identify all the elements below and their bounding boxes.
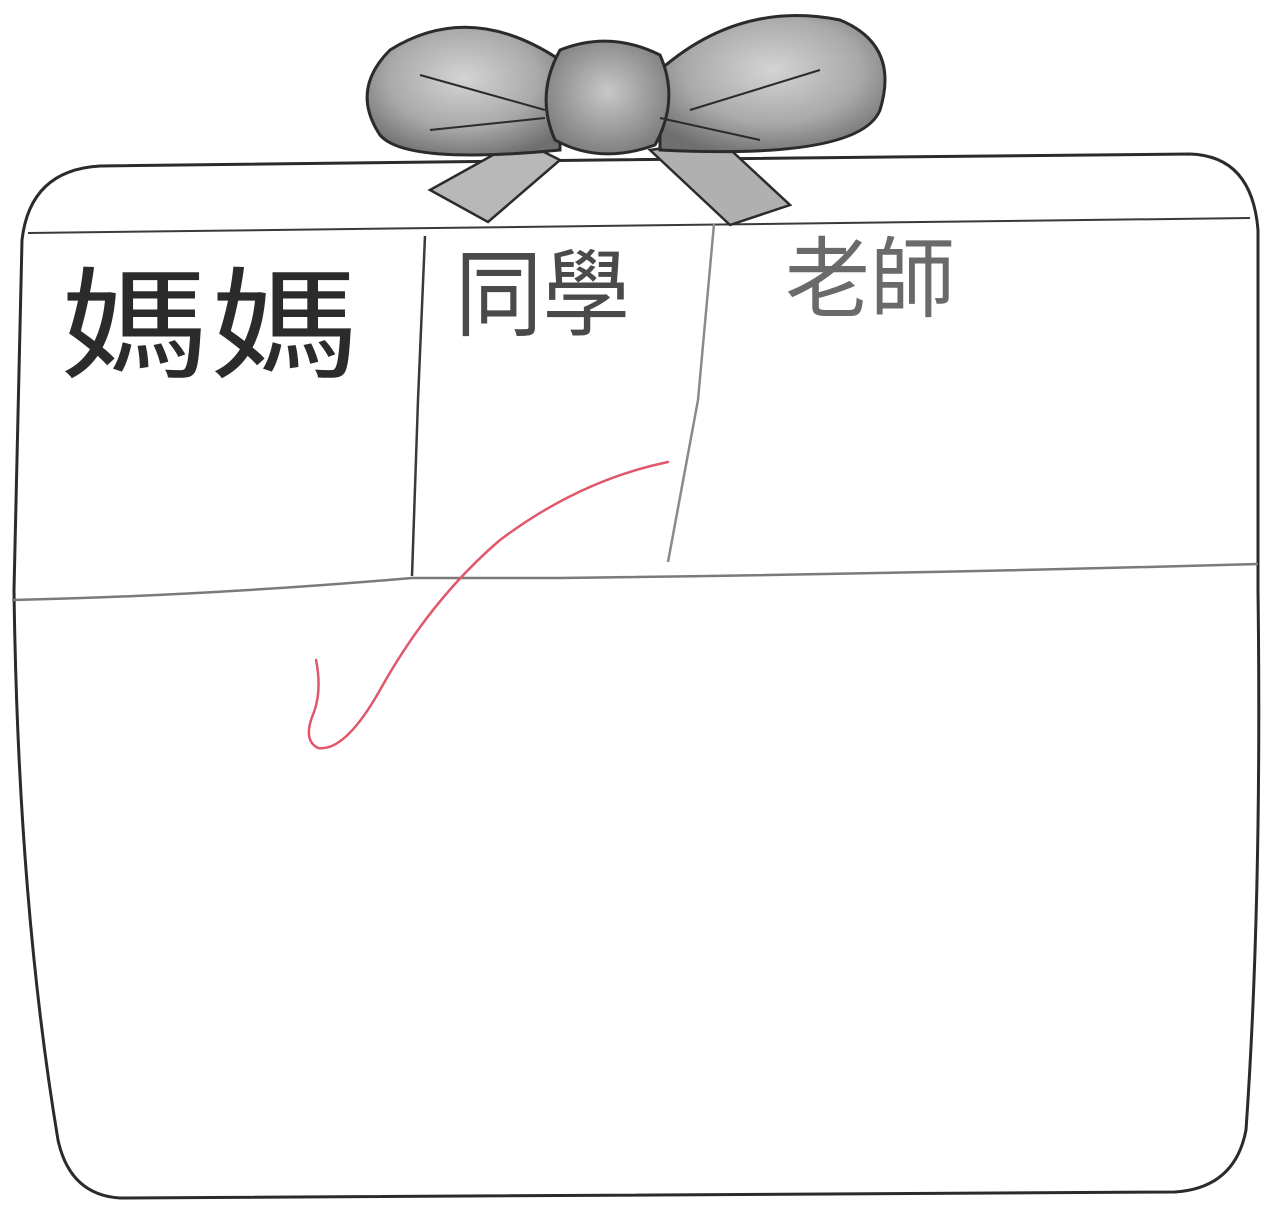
- check-mark-icon: [307, 460, 670, 750]
- lid-divider-line: [27, 217, 1251, 234]
- ribbon-bow-icon: [365, 14, 887, 227]
- label-classmates: 同學: [455, 241, 630, 351]
- label-teacher: 老師: [785, 228, 955, 331]
- column-divider-1: [410, 235, 427, 577]
- section-divider-line: [11, 562, 1259, 602]
- gift-box-outline: [12, 152, 1261, 1200]
- label-mother: 媽媽: [60, 258, 360, 397]
- column-divider-2: [666, 223, 716, 563]
